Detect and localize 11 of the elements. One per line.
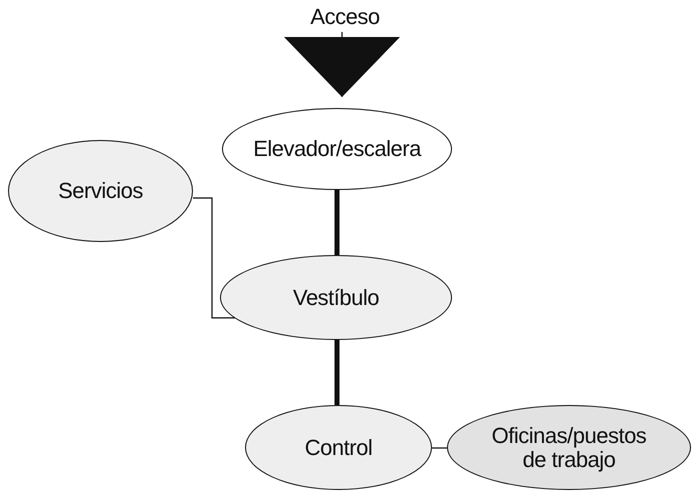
node-label: Acceso <box>305 2 385 32</box>
ellipse-node: Control <box>245 405 432 490</box>
connector-line <box>334 340 340 405</box>
ellipse-node: Oficinas/puestos de trabajo <box>447 405 691 490</box>
ellipse-node: Elevador/escalera <box>222 108 452 190</box>
ellipse-node: Vestíbulo <box>220 255 452 340</box>
connector-line <box>193 197 236 318</box>
connector-line <box>334 190 340 255</box>
arrow <box>284 32 400 97</box>
connector-line <box>432 447 447 449</box>
ellipse-node: Servicios <box>8 140 193 242</box>
